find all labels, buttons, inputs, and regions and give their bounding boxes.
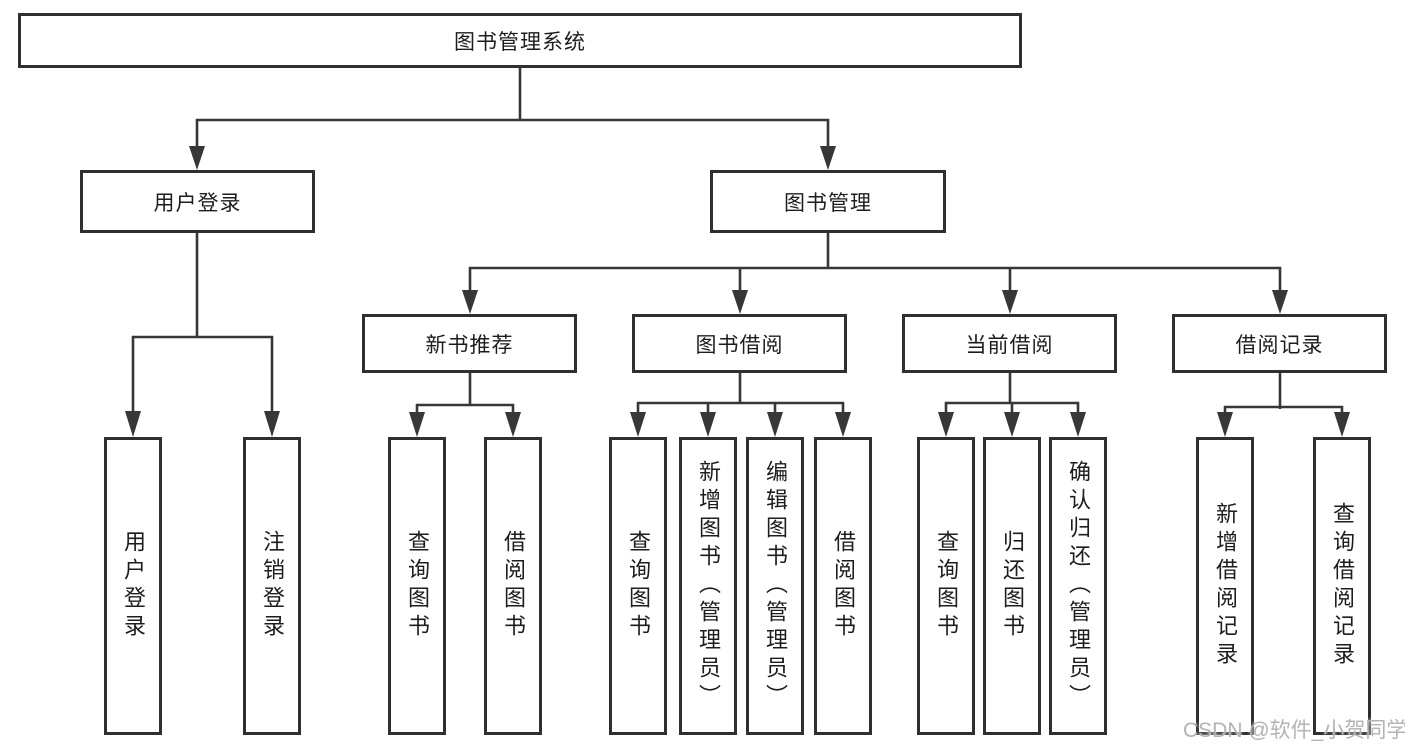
leaf-search-books-recommend: 查询图书 <box>388 437 446 735</box>
node-borrow-records: 借阅记录 <box>1172 314 1387 373</box>
leaf-search-books-current: 查询图书 <box>917 437 975 735</box>
leaf-user-login: 用户登录 <box>104 437 162 735</box>
leaf-search-borrow-record: 查询借阅记录 <box>1313 437 1371 735</box>
leaf-confirm-return-admin: 确认归还（管理员） <box>1049 437 1107 735</box>
leaf-logout: 注销登录 <box>243 437 301 735</box>
node-current-borrowing: 当前借阅 <box>902 314 1117 373</box>
leaf-borrow-books: 借阅图书 <box>814 437 872 735</box>
leaf-add-books-admin: 新增图书（管理员） <box>679 437 737 735</box>
leaf-search-books-borrow: 查询图书 <box>609 437 667 735</box>
node-root: 图书管理系统 <box>18 13 1022 68</box>
node-new-book-recommendation: 新书推荐 <box>362 314 577 373</box>
leaf-edit-books-admin: 编辑图书（管理员） <box>746 437 804 735</box>
node-book-borrowing: 图书借阅 <box>632 314 847 373</box>
leaf-borrow-books-recommend: 借阅图书 <box>484 437 542 735</box>
leaf-add-borrow-record: 新增借阅记录 <box>1196 437 1254 735</box>
node-user-login: 用户登录 <box>80 170 315 233</box>
node-book-management: 图书管理 <box>710 170 946 233</box>
leaf-return-books: 归还图书 <box>983 437 1041 735</box>
csdn-watermark: CSDN @软件_小贺同学 <box>1183 719 1405 742</box>
